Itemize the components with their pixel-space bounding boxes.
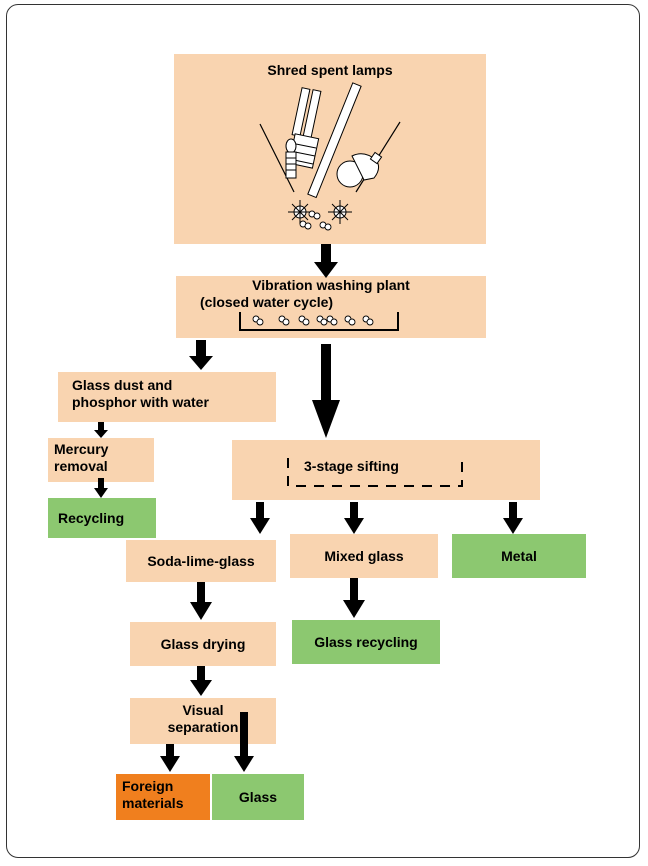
arrow-sifting-to-soda-lime <box>250 502 270 534</box>
sifting-screen-icon <box>287 458 463 487</box>
arrow-washing-to-glass-dust <box>189 340 213 370</box>
mercury-removal-label-line1: Mercury <box>54 441 109 457</box>
glass-recycling-label: Glass recycling <box>314 633 418 650</box>
washing-tank-icon <box>239 312 399 331</box>
sifting-box: 3-stage sifting <box>232 440 540 500</box>
glass-dust-label-line1: Glass dust and <box>72 377 173 393</box>
arrow-soda-lime-to-drying <box>190 582 212 620</box>
metal-label: Metal <box>501 547 537 564</box>
glass-dust-label-line2: phosphor with water <box>72 394 209 410</box>
washing-plant-box: Vibration washing plant (closed water cy… <box>176 276 486 338</box>
arrow-visual-to-glass <box>234 712 254 772</box>
arrow-visual-to-foreign <box>160 744 180 772</box>
foreign-materials-box: Foreign materials <box>116 774 210 820</box>
light-bulb-icon <box>336 151 383 188</box>
arrow-drying-to-visual <box>190 666 212 696</box>
visual-separation-label-line1: Visual <box>182 702 224 718</box>
recycling-label: Recycling <box>58 509 125 526</box>
mercury-removal-label-line2: removal <box>54 458 108 474</box>
glass-dust-box: Glass dust and phosphor with water <box>58 372 276 422</box>
washing-plant-label-line1: Vibration washing plant <box>252 277 410 293</box>
recycling-box: Recycling <box>48 498 156 538</box>
washing-plant-label-line2: (closed water cycle) <box>200 294 334 310</box>
diagram-frame <box>6 4 640 858</box>
mixed-glass-box: Mixed glass <box>290 534 438 578</box>
shred-lamps-box: Shred spent lamps <box>174 54 486 244</box>
visual-separation-box: Visual separation <box>130 698 276 744</box>
shred-lamps-label: Shred spent lamps <box>267 62 393 78</box>
funnel-left-line <box>259 123 295 193</box>
arrow-shred-to-washing <box>314 244 338 278</box>
small-bulb-icon <box>285 138 297 179</box>
shatter-spark-icon <box>288 200 352 224</box>
sifting-label: 3-stage sifting <box>304 458 399 474</box>
glass-fragments-icon <box>299 210 332 231</box>
arrow-mixed-to-glass-recycling <box>343 578 365 618</box>
foreign-materials-label-line1: Foreign <box>122 778 174 794</box>
glass-output-label: Glass <box>238 788 278 805</box>
arrow-mercury-to-recycling <box>94 478 108 498</box>
arrow-glass-dust-to-mercury <box>94 422 108 438</box>
mixed-glass-label: Mixed glass <box>324 547 404 564</box>
visual-separation-label-line2: separation <box>167 719 239 735</box>
glass-output-box: Glass <box>212 774 304 820</box>
mercury-removal-box: Mercury removal <box>48 438 154 482</box>
spent-lamps-illustration <box>259 82 401 224</box>
arrow-sifting-to-metal <box>503 502 523 534</box>
soda-lime-glass-box: Soda-lime-glass <box>126 540 276 582</box>
arrow-sifting-to-mixed <box>344 502 364 534</box>
arrow-washing-to-sifting <box>312 344 340 438</box>
metal-box: Metal <box>452 534 586 578</box>
glass-drying-label: Glass drying <box>160 635 246 652</box>
glass-drying-box: Glass drying <box>130 622 276 666</box>
soda-lime-glass-label: Soda-lime-glass <box>147 552 255 569</box>
glass-recycling-box: Glass recycling <box>292 620 440 664</box>
fluorescent-tube-icon <box>307 82 362 199</box>
foreign-materials-label-line2: materials <box>122 795 184 811</box>
